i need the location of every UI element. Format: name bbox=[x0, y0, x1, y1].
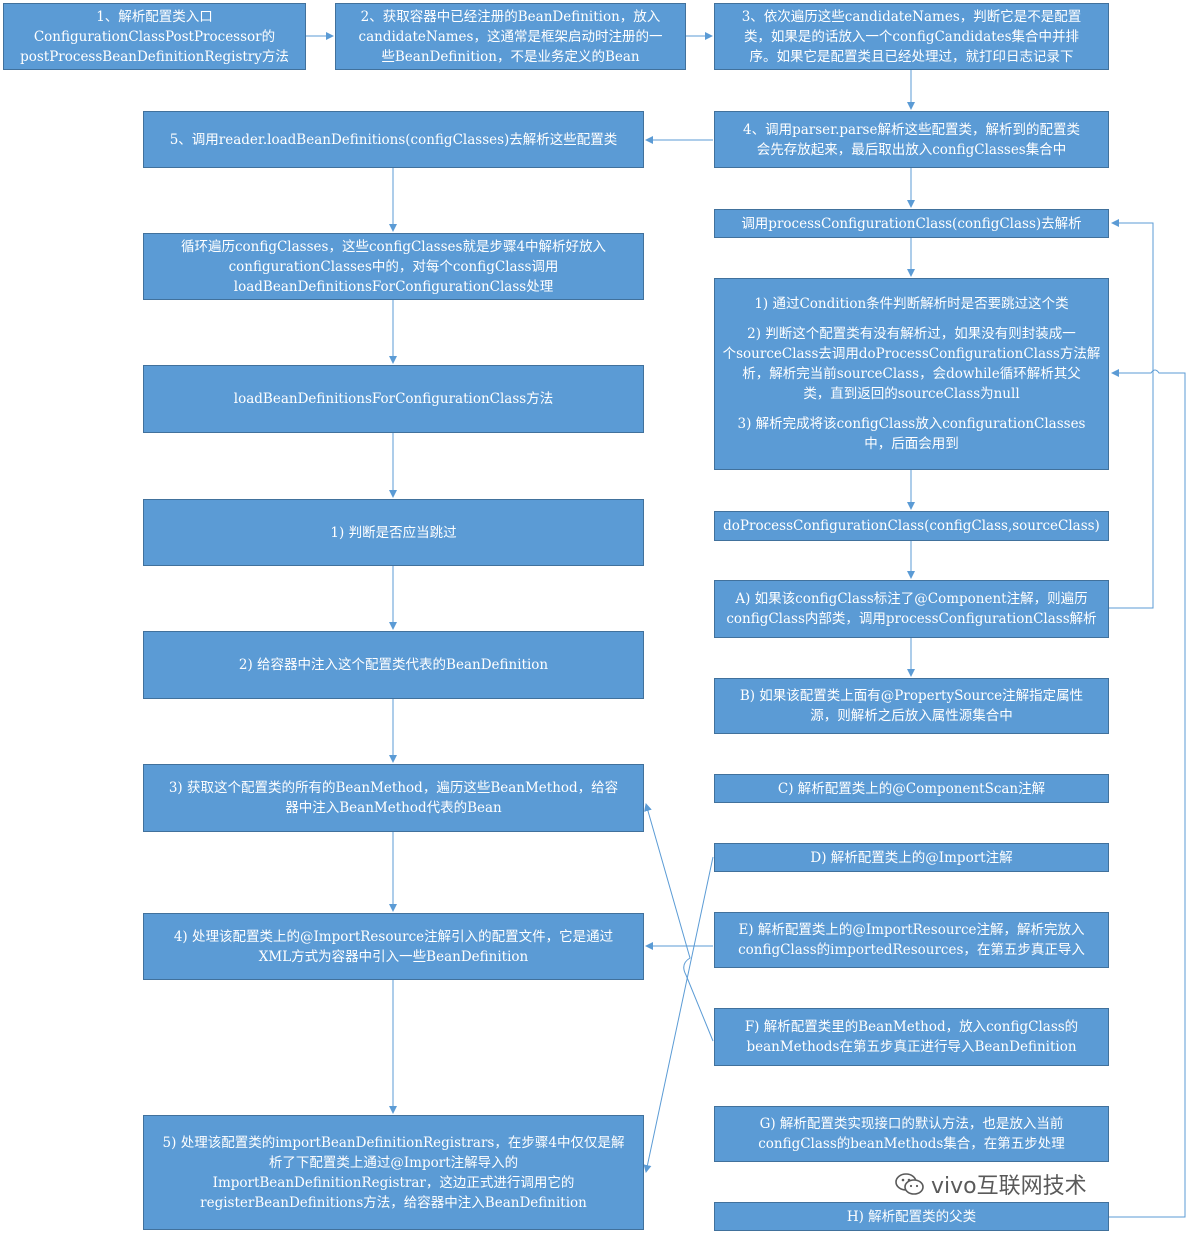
load-step-5-registrars: 5) 处理该配置类的importBeanDefinitionRegistrars… bbox=[143, 1115, 644, 1230]
load-step-2-register-config: 2) 给容器中注入这个配置类代表的BeanDefinition bbox=[143, 631, 644, 699]
step-f-bean-method: F) 解析配置类里的BeanMethod，放入configClass的 bean… bbox=[714, 1008, 1109, 1066]
pcc-step-2: 2) 判断这个配置类有没有解析过，如果没有则封装成一 个sourceClass去… bbox=[722, 326, 1101, 402]
watermark-text: vivo互联网技术 bbox=[931, 1174, 1087, 1199]
step-a-component: A) 如果该configClass标注了@Component注解，则遍历 con… bbox=[714, 580, 1109, 638]
watermark: vivo互联网技术 bbox=[895, 1168, 1087, 1200]
edge-rf-l3 bbox=[644, 803, 714, 1042]
pcc-step-3: 3) 解析完成将该configClass放入configurationClass… bbox=[737, 416, 1086, 452]
step-c-component-scan: C) 解析配置类上的@ComponentScan注解 bbox=[714, 774, 1109, 803]
pcc-step-1: 1) 通过Condition条件判断解析时是否要跳过这个类 bbox=[754, 296, 1069, 312]
edge-ra-loop-pcc bbox=[1109, 219, 1154, 609]
step-d-import: D) 解析配置类上的@Import注解 bbox=[714, 843, 1109, 872]
step-5-load-bean-definitions: 5、调用reader.loadBeanDefinitions(configCla… bbox=[143, 111, 644, 168]
process-configuration-class: 调用processConfigurationClass(configClass)… bbox=[714, 209, 1109, 238]
loop-config-classes: 循环遍历configClasses，这些configClasses就是步骤4中解… bbox=[143, 233, 644, 300]
step-e-import-resource: E) 解析配置类上的@ImportResource注解，解析完放入 config… bbox=[714, 912, 1109, 968]
step-2-candidate-names: 2、获取容器中已经注册的BeanDefinition，放入 candidateN… bbox=[335, 3, 686, 70]
process-configuration-class-steps: 1) 通过Condition条件判断解析时是否要跳过这个类 2) 判断这个配置类… bbox=[714, 278, 1109, 470]
step-3-config-candidates: 3、依次遍历这些candidateNames，判断它是不是配置 类，如果是的话放… bbox=[714, 3, 1109, 70]
load-step-1-skip: 1) 判断是否应当跳过 bbox=[143, 499, 644, 566]
wechat-icon bbox=[895, 1173, 924, 1195]
do-process-configuration-class: doProcessConfigurationClass(configClass,… bbox=[714, 511, 1109, 541]
step-h-superclass: H) 解析配置类的父类 bbox=[714, 1202, 1109, 1231]
step-b-property-source: B) 如果该配置类上面有@PropertySource注解指定属性 源，则解析之… bbox=[714, 678, 1109, 734]
step-g-interface-default-methods: G) 解析配置类实现接口的默认方法，也是放入当前 configClass的bea… bbox=[714, 1106, 1109, 1162]
edge-rh-loop-steps bbox=[1109, 369, 1186, 1218]
load-step-4-import-resource: 4) 处理该配置类上的@ImportResource注解引入的配置文件，它是通过… bbox=[143, 913, 644, 980]
load-method-box: loadBeanDefinitionsForConfigurationClass… bbox=[143, 365, 644, 433]
edge-rd-l5 bbox=[643, 856, 714, 1173]
step-4-parser-parse: 4、调用parser.parse解析这些配置类，解析到的配置类 会先存放起来，最… bbox=[714, 111, 1109, 168]
step-1-entry: 1、解析配置类入口 ConfigurationClassPostProcesso… bbox=[3, 3, 306, 70]
load-step-3-bean-methods: 3) 获取这个配置类的所有的BeanMethod，遍历这些BeanMethod，… bbox=[143, 764, 644, 832]
